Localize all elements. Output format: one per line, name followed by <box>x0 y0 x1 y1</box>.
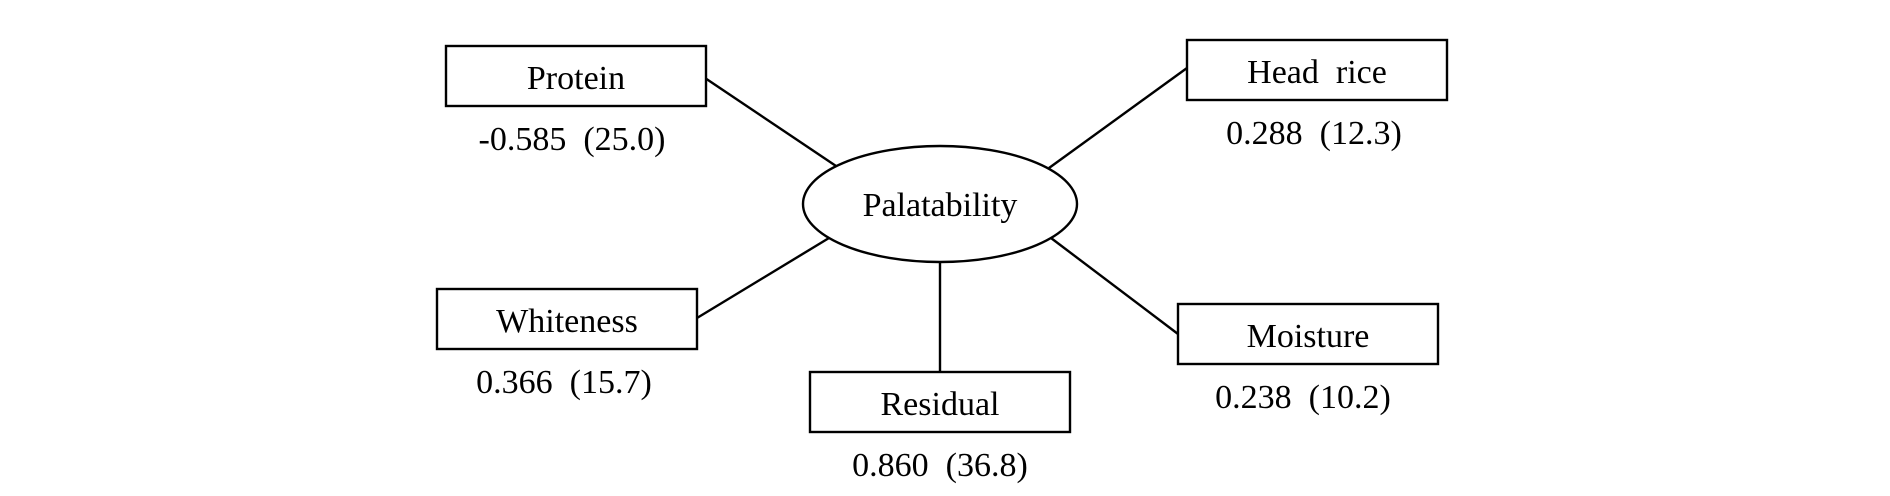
connector-whiteness <box>696 236 830 320</box>
head-rice-value: 0.288 (12.3) <box>1226 115 1402 152</box>
residual-value: 0.860 (36.8) <box>852 447 1028 484</box>
protein-node: Protein -0.585 (25.0) <box>444 44 708 158</box>
moisture-label: Moisture <box>1247 318 1370 355</box>
residual-label: Residual <box>881 386 1000 423</box>
protein-label: Protein <box>527 60 625 97</box>
palatability-label: Palatability <box>863 187 1018 224</box>
whiteness-node: Whiteness 0.366 (15.7) <box>435 287 699 401</box>
whiteness-label: Whiteness <box>496 303 638 340</box>
moisture-value: 0.238 (10.2) <box>1215 379 1391 416</box>
protein-value: -0.585 (25.0) <box>479 121 666 158</box>
connector-head-rice <box>1048 67 1188 169</box>
palatability-hub: Palatability <box>801 144 1079 264</box>
whiteness-value: 0.366 (15.7) <box>476 364 652 401</box>
connector-protein <box>704 77 840 169</box>
head-rice-label: Head rice <box>1247 54 1387 91</box>
moisture-node: Moisture 0.238 (10.2) <box>1176 302 1440 416</box>
residual-node: Residual 0.860 (36.8) <box>808 370 1072 484</box>
connector-moisture <box>1050 237 1179 335</box>
head-rice-node: Head rice 0.288 (12.3) <box>1185 38 1449 152</box>
